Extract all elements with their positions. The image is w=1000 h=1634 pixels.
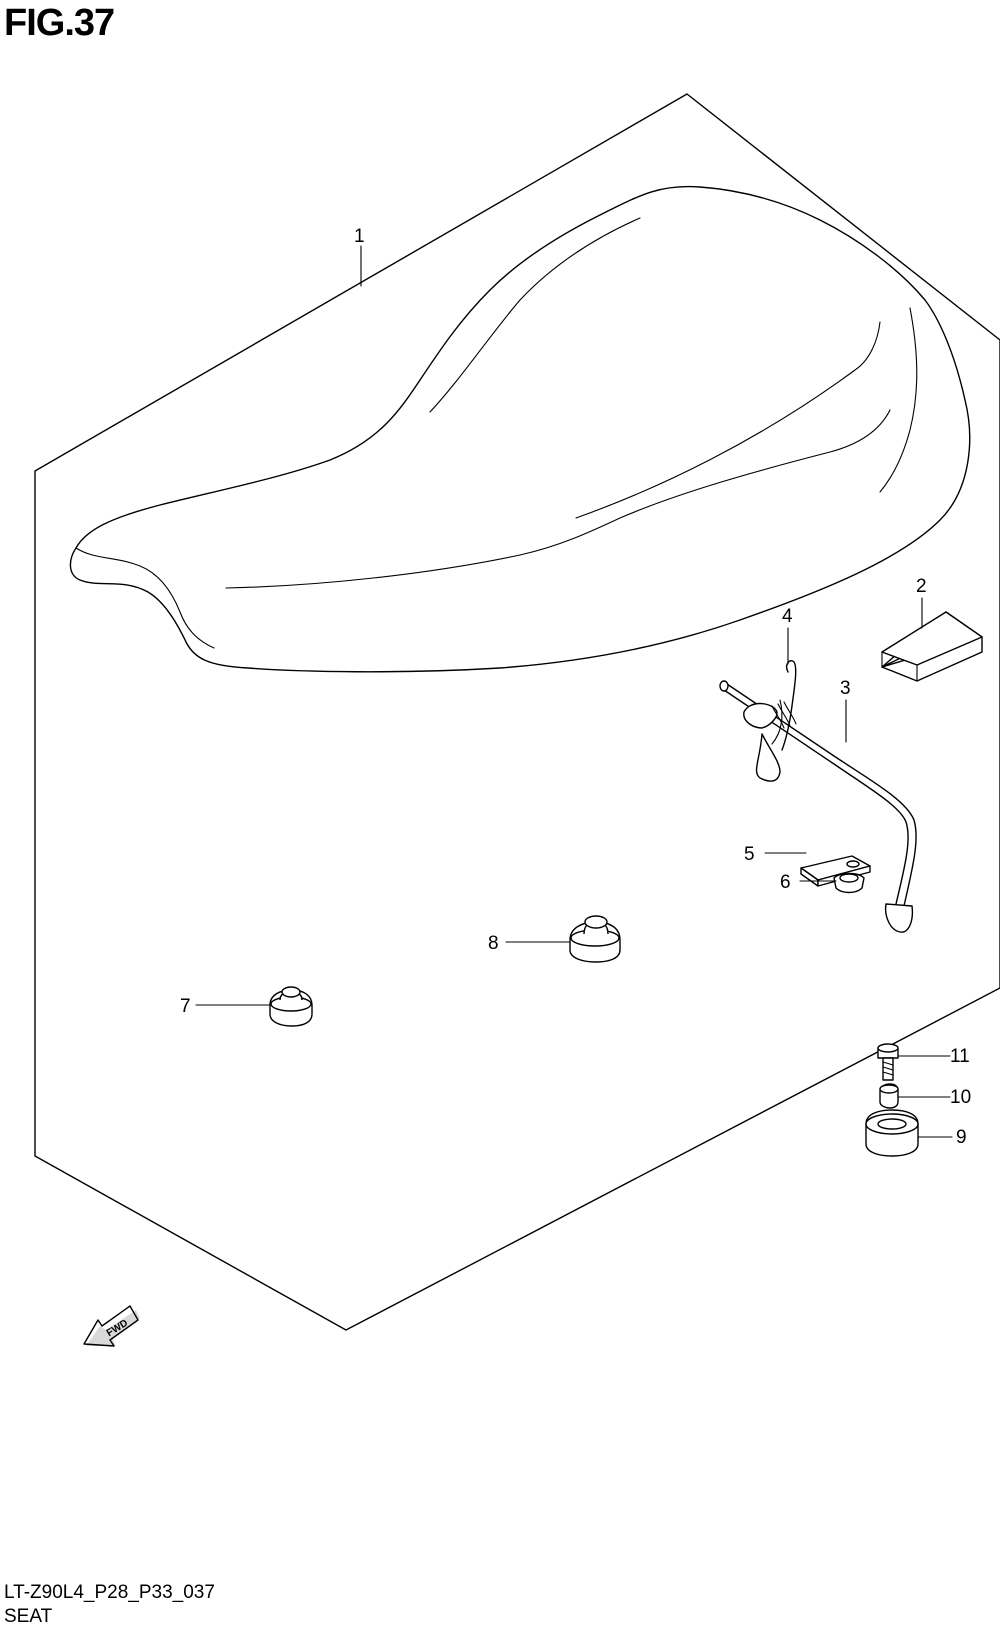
pad-part	[881, 611, 983, 682]
diagram-caption: SEAT	[4, 1606, 53, 1627]
figure-title: FIG.37	[4, 2, 115, 44]
callout-8: 8	[488, 933, 499, 954]
callout-6: 6	[780, 872, 791, 893]
callout-7: 7	[180, 996, 191, 1017]
nut-part	[833, 872, 865, 894]
bolt-part	[877, 1043, 899, 1081]
cushion-8-part	[569, 915, 621, 963]
callout-1: 1	[354, 226, 365, 247]
collar-part	[865, 1109, 919, 1157]
callout-3: 3	[840, 678, 851, 699]
callout-10: 10	[950, 1087, 971, 1108]
callout-9: 9	[956, 1127, 967, 1148]
rod-part	[719, 680, 917, 933]
callout-4: 4	[782, 606, 793, 627]
callout-11: 11	[950, 1046, 970, 1067]
sleeve-part	[879, 1083, 899, 1109]
assembly-outline	[34, 93, 1000, 1331]
forward-arrow-icon: FWD	[83, 1305, 140, 1347]
seat-part	[69, 185, 971, 673]
diagram-code: LT-Z90L4_P28_P33_037	[4, 1582, 215, 1603]
callout-2: 2	[916, 576, 927, 597]
callout-5: 5	[744, 844, 755, 865]
cushion-7-part	[269, 986, 313, 1027]
